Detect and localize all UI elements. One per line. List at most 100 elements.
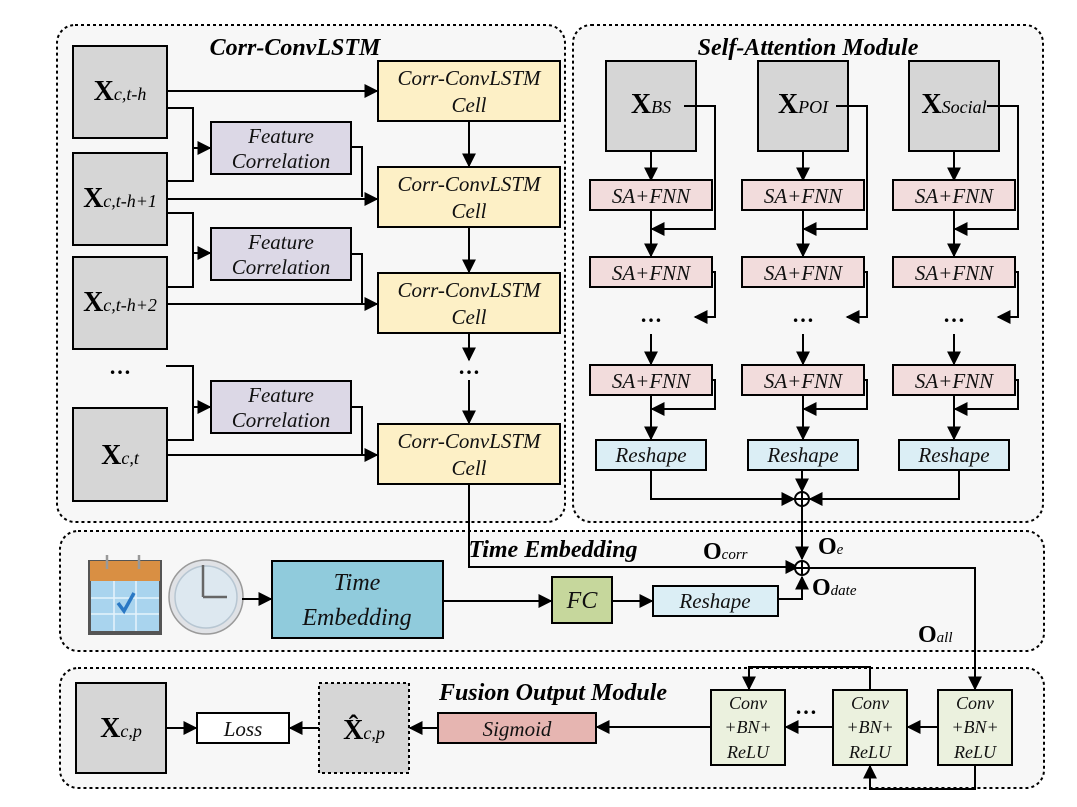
svg-text:Cell: Cell — [452, 93, 487, 117]
corr-convlstm-cell-3: Corr-ConvLSTM Cell — [377, 272, 561, 334]
sa-fnn-block: SA+FNN — [741, 364, 865, 396]
svg-text:XPOI: XPOI — [778, 89, 829, 120]
svg-text:Xc,p: Xc,p — [100, 713, 142, 744]
fc-block: FC — [551, 576, 613, 624]
sa-column-poi: SA+FNN SA+FNN SA+FNN … Reshape — [741, 105, 868, 471]
svg-text:Corr-ConvLSTM: Corr-ConvLSTM — [397, 172, 542, 196]
svg-text:Corr-ConvLSTM: Corr-ConvLSTM — [397, 278, 542, 302]
svg-text:Time: Time — [334, 570, 381, 596]
input-x-t-h-plus-1: Xc,t-h+1 — [72, 152, 168, 246]
svg-text:Xc,t-h+1: Xc,t-h+1 — [83, 183, 157, 214]
svg-text:Xc,t-h+2: Xc,t-h+2 — [83, 287, 157, 318]
svg-text:Conv: Conv — [729, 693, 767, 713]
sa-fnn-block: SA+FNN — [892, 256, 1016, 288]
sa-fnn-block: SA+FNN — [589, 256, 713, 288]
svg-text:+BN+: +BN+ — [846, 717, 893, 737]
conv-block-1: Conv +BN+ ReLU — [710, 689, 786, 766]
sa-ellipsis: … — [943, 302, 965, 327]
svg-text:Reshape: Reshape — [766, 443, 838, 467]
input-x-t-h-plus-2: Xc,t-h+2 — [72, 256, 168, 350]
sa-fnn-block: SA+FNN — [741, 179, 865, 211]
svg-text:Correlation: Correlation — [232, 255, 330, 279]
input-ellipsis: … — [109, 354, 131, 379]
svg-text:Corr-ConvLSTM: Corr-ConvLSTM — [397, 429, 542, 453]
svg-text:+BN+: +BN+ — [951, 717, 998, 737]
sa-reshape-block: Reshape — [747, 439, 859, 471]
svg-text:ReLU: ReLU — [848, 742, 892, 762]
sa-reshape-block: Reshape — [898, 439, 1010, 471]
conv-skip-top-arrow — [742, 666, 871, 691]
svg-text:Corr-ConvLSTM: Corr-ConvLSTM — [397, 66, 542, 90]
svg-text:ReLU: ReLU — [953, 742, 997, 762]
label-o-date: Odate — [812, 575, 857, 601]
sa-fnn-block: SA+FNN — [892, 364, 1016, 396]
svg-text:XSocial: XSocial — [921, 89, 986, 120]
target-x-c-p: Xc,p — [75, 682, 167, 774]
svg-text:Xc,t-h: Xc,t-h — [94, 76, 147, 107]
sigmoid-block: Sigmoid — [437, 712, 597, 744]
feature-correlation-1: Feature Correlation — [210, 121, 352, 175]
label-o-corr: Ocorr — [703, 539, 748, 565]
conv-block-2: Conv +BN+ ReLU — [832, 689, 908, 766]
feature-correlation-2: Feature Correlation — [210, 227, 352, 281]
svg-text:Cell: Cell — [452, 199, 487, 223]
svg-text:FC: FC — [566, 588, 599, 614]
sa-ellipsis: … — [792, 302, 814, 327]
svg-text:Conv: Conv — [851, 693, 889, 713]
svg-text:SA+FNN: SA+FNN — [915, 184, 994, 208]
svg-text:Embedding: Embedding — [301, 605, 411, 631]
svg-text:Correlation: Correlation — [232, 149, 330, 173]
fusion-output-title: Fusion Output Module — [438, 680, 667, 706]
svg-text:SA+FNN: SA+FNN — [612, 184, 691, 208]
corr-convlstm-connectors — [166, 84, 800, 574]
label-o-all: Oall — [918, 622, 953, 648]
svg-text:SA+FNN: SA+FNN — [915, 261, 994, 285]
reshape-to-sum-arrow — [778, 575, 809, 600]
time-embedding-title: Time Embedding — [468, 537, 637, 563]
sa-fnn-block: SA+FNN — [589, 179, 713, 211]
input-x-t: Xc,t — [72, 407, 168, 502]
sa-fnn-block: SA+FNN — [589, 364, 713, 396]
sa-sum-connectors — [650, 470, 960, 561]
input-x-social: XSocial — [908, 60, 1000, 152]
sa-reshape-block: Reshape — [595, 439, 707, 471]
loss-block: Loss — [196, 712, 290, 744]
svg-text:SA+FNN: SA+FNN — [612, 261, 691, 285]
svg-text:SA+FNN: SA+FNN — [764, 184, 843, 208]
svg-text:Feature: Feature — [247, 124, 314, 148]
time-reshape-block: Reshape — [652, 585, 779, 617]
svg-text:+BN+: +BN+ — [724, 717, 771, 737]
sum-to-conv-arrow — [809, 567, 982, 691]
self-attention-title: Self-Attention Module — [698, 35, 919, 61]
sa-fnn-block: SA+FNN — [741, 256, 865, 288]
svg-text:Correlation: Correlation — [232, 408, 330, 432]
calendar-icon — [88, 555, 162, 635]
conv-skip-bottom-arrow — [863, 764, 976, 790]
svg-text:Conv: Conv — [956, 693, 994, 713]
svg-text:Loss: Loss — [223, 717, 263, 741]
corr-convlstm-cell-1: Corr-ConvLSTM Cell — [377, 60, 561, 122]
svg-text:SA+FNN: SA+FNN — [764, 369, 843, 393]
feature-correlation-3: Feature Correlation — [210, 380, 352, 434]
conv-block-3: Conv +BN+ ReLU — [937, 689, 1013, 766]
svg-text:XBS: XBS — [631, 89, 671, 120]
corr-convlstm-title: Corr-ConvLSTM — [210, 35, 382, 61]
svg-text:Feature: Feature — [247, 230, 314, 254]
svg-text:Feature: Feature — [247, 383, 314, 407]
clock-icon — [168, 559, 244, 635]
svg-text:Reshape: Reshape — [917, 443, 989, 467]
svg-text:Sigmoid: Sigmoid — [483, 717, 552, 741]
input-x-bs: XBS — [605, 60, 697, 152]
svg-text:SA+FNN: SA+FNN — [915, 369, 994, 393]
svg-text:SA+FNN: SA+FNN — [612, 369, 691, 393]
svg-text:SA+FNN: SA+FNN — [764, 261, 843, 285]
label-o-e: Oe — [818, 534, 844, 560]
svg-text:X̂c,p: X̂c,p — [343, 715, 385, 746]
sum-node-all — [794, 560, 810, 576]
conv-ellipsis: … — [795, 694, 817, 719]
svg-text:Xc,t: Xc,t — [101, 440, 140, 471]
prediction-x-hat-c-p: X̂c,p — [318, 682, 410, 774]
svg-text:ReLU: ReLU — [726, 742, 770, 762]
sa-fnn-block: SA+FNN — [892, 179, 1016, 211]
